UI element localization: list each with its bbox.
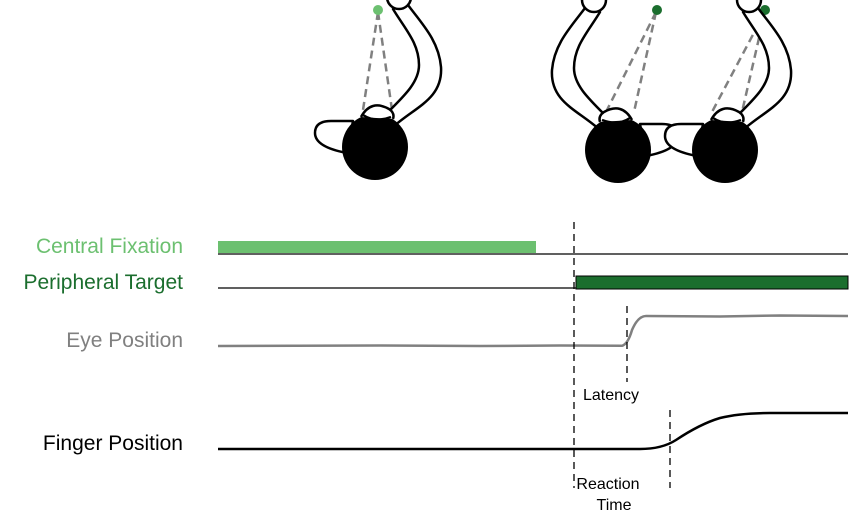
central-fixation-dot (373, 5, 383, 15)
peripheral-target-label: Peripheral Target (23, 271, 183, 294)
reaction-time-label-line2: Time (597, 497, 632, 514)
peripheral-target-trace (218, 275, 849, 290)
gaze-line-left (361, 11, 380, 111)
subject-head-and-arms (550, 0, 680, 185)
subject-fixating-center (313, 0, 443, 182)
subject-head-and-arms (663, 0, 793, 185)
gaze-line-right (632, 11, 658, 113)
subject-looking-at-target (550, 0, 680, 185)
central-fixation-trace (218, 241, 848, 255)
latency-label: Latency (583, 387, 639, 404)
subject-pointing-at-target (663, 0, 793, 185)
gaze-line-right (376, 11, 394, 111)
peripheral-target-on-bar (575, 275, 849, 290)
central-fixation-label: Central Fixation (36, 235, 183, 258)
eye-position-label: Eye Position (66, 329, 183, 352)
central-fixation-on-bar (218, 241, 536, 253)
peripheral-target-dot (652, 5, 662, 15)
eye-position-trace (217, 314, 849, 348)
gaze-line-left (604, 11, 658, 113)
subject-head-and-arms (313, 0, 443, 182)
reaction-time-label-line1: Reaction (576, 476, 639, 493)
finger-position-trace (218, 411, 848, 451)
finger-position-label: Finger Position (43, 432, 183, 455)
